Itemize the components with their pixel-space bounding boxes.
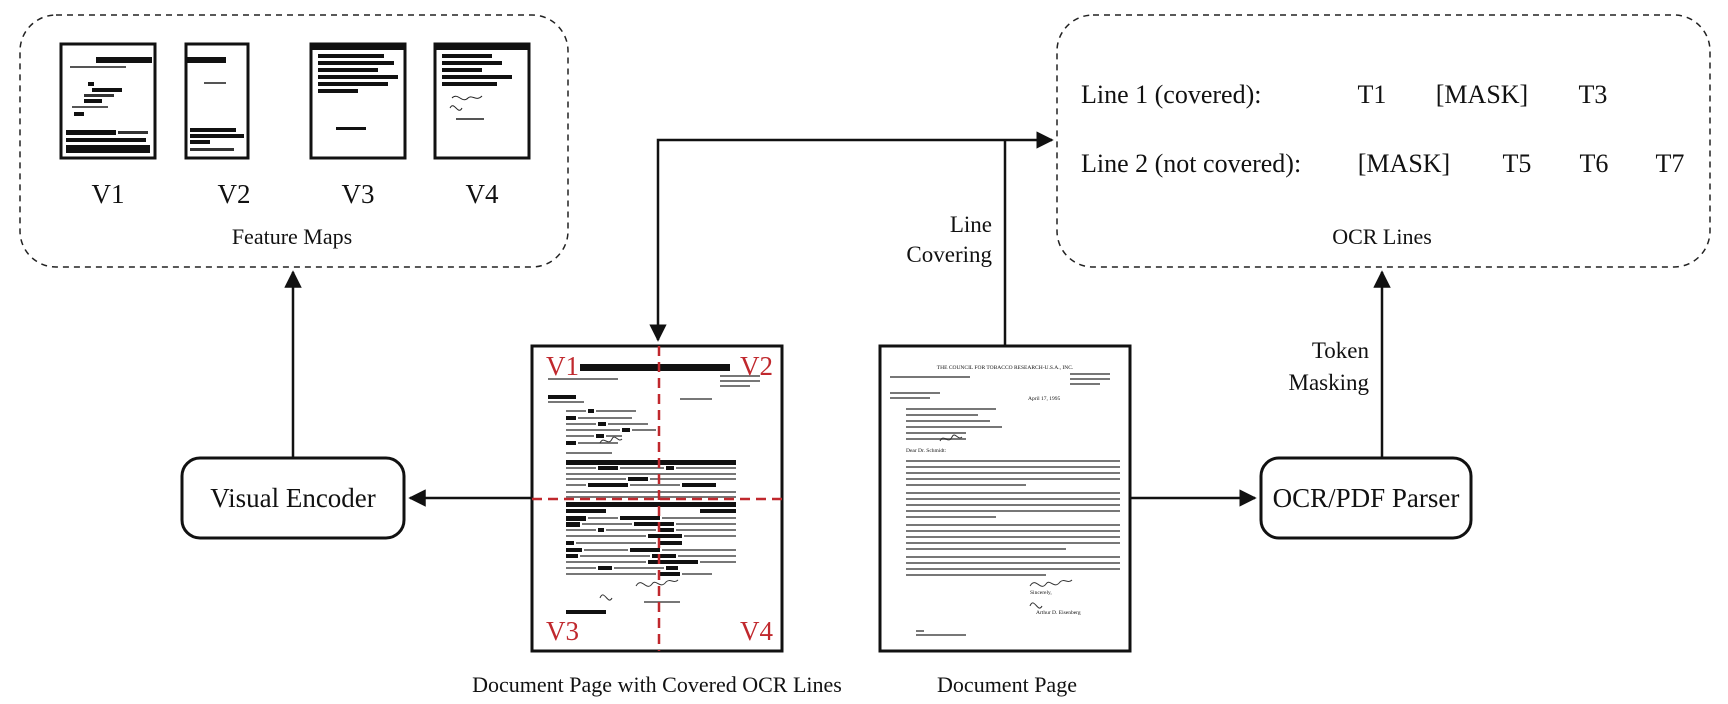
feature-map-label: V4: [466, 179, 499, 209]
feature-map-label: V2: [218, 179, 251, 209]
document-letterhead: THE COUNCIL FOR TOBACCO RESEARCH-U.S.A.,…: [937, 365, 1074, 371]
quadrant-label: V2: [740, 351, 773, 381]
document-date: April 17, 1995: [1028, 396, 1060, 402]
arrows: [284, 131, 1391, 507]
token-masking-label: Masking: [1289, 370, 1370, 395]
feature-map-thumbnail-v3: [309, 42, 407, 160]
token-masking-label: Token: [1312, 338, 1370, 363]
quadrant-label: V4: [740, 616, 773, 646]
feature-map-label: V1: [92, 179, 125, 209]
ocr-token: T1: [1358, 80, 1387, 109]
plain-document-caption: Document Page: [937, 672, 1077, 697]
ocr-line-label: Line 2 (not covered):: [1081, 149, 1301, 178]
document-salutation: Dear Dr. Schmidt:: [906, 448, 947, 454]
quadrant-label: V3: [546, 616, 579, 646]
ocr-lines-panel: Line 1 (covered): T1 [MASK] T3 Line 2 (n…: [1056, 14, 1711, 268]
ocr-line-label: Line 1 (covered):: [1081, 80, 1261, 109]
feature-map-thumbnail-v1: [59, 42, 157, 160]
arrow-line-covering: [649, 131, 1054, 342]
feature-maps-title: Feature Maps: [232, 224, 352, 249]
feature-maps-panel: V1 V2 V3 V4 Feature Maps: [19, 14, 569, 268]
ocr-token: T6: [1580, 149, 1609, 178]
quadrant-label: V1: [546, 351, 579, 381]
ocr-lines-title: OCR Lines: [1332, 224, 1432, 249]
ocr-token: T3: [1579, 80, 1608, 109]
ocr-token-masked: [MASK]: [1358, 149, 1450, 178]
ocr-token: T7: [1656, 149, 1685, 178]
ocr-token: T5: [1503, 149, 1532, 178]
feature-map-thumbnail-v4: [433, 42, 531, 160]
plain-document-page: THE COUNCIL FOR TOBACCO RESEARCH-U.S.A.,…: [878, 344, 1132, 653]
line-covering-label: Covering: [906, 242, 992, 267]
covered-document-caption: Document Page with Covered OCR Lines: [472, 672, 842, 697]
document-signer: Arthur D. Eisenberg: [1036, 610, 1081, 616]
document-closing: Sincerely,: [1030, 590, 1052, 596]
ocr-parser-label: OCR/PDF Parser: [1273, 483, 1460, 513]
feature-map-thumbnail-v2: [184, 42, 250, 160]
line-covering-label: Line: [950, 212, 992, 237]
ocr-parser-box: OCR/PDF Parser: [1259, 456, 1473, 540]
visual-encoder-label: Visual Encoder: [210, 483, 376, 513]
feature-map-label: V3: [342, 179, 375, 209]
covered-document-page: V1 V2 V3 V4: [530, 344, 784, 653]
ocr-token-masked: [MASK]: [1436, 80, 1528, 109]
visual-encoder-box: Visual Encoder: [180, 456, 406, 540]
